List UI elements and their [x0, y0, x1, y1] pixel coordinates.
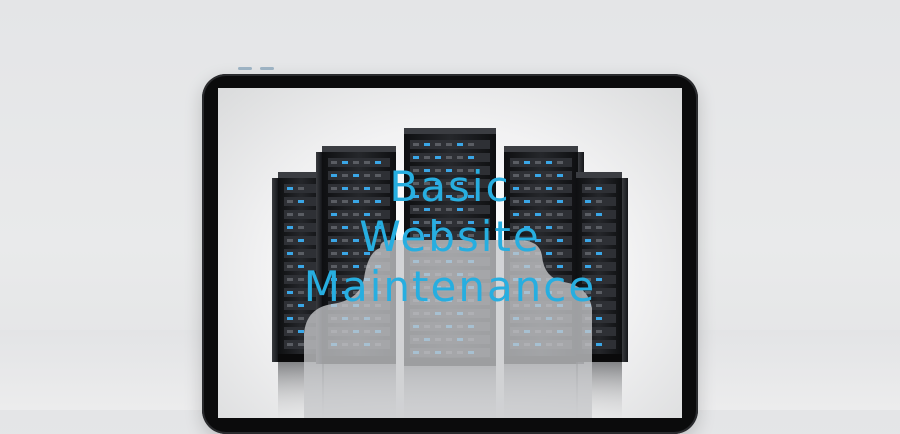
title-line-1: Basic — [389, 162, 511, 211]
tablet-buttons — [238, 67, 278, 70]
tablet-screen — [218, 88, 682, 418]
title-badge — [304, 240, 592, 418]
title-line-3: Maintenance — [303, 262, 597, 311]
hero-banner: Basic Website Maintenance — [0, 67, 900, 434]
title-line-2: Website — [359, 212, 541, 261]
page-title: Basic Website Maintenance — [0, 162, 900, 312]
